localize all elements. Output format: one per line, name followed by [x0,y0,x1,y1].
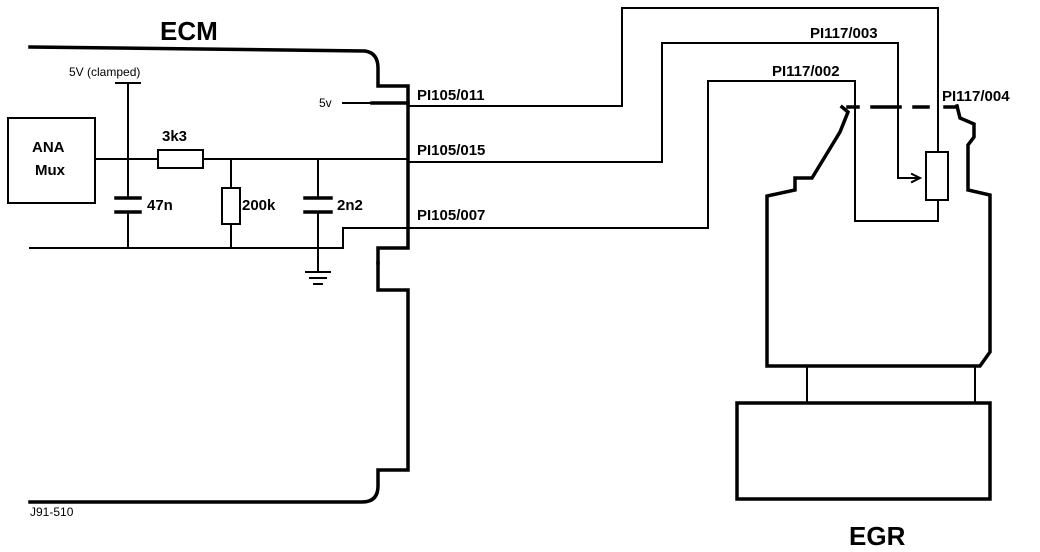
cap-47n-label: 47n [147,197,173,214]
egr-valve-body [735,103,992,501]
egr-position-sensor [925,151,949,201]
wiring [29,7,939,273]
ana-mux-block [7,117,96,204]
supply-clamped-label: 5V (clamped) [69,65,140,79]
ground-symbol [305,271,331,285]
pin-egr-signal: PI117/003 [810,25,878,42]
pin-ecm-supply: PI105/011 [417,87,485,104]
mux-label-line1: ANA [32,139,65,156]
capacitor-47n [114,196,142,214]
cap-2n2-label: 2n2 [337,197,363,214]
pin-ecm-signal: PI105/015 [417,142,485,159]
mux-label-line2: Mux [35,162,66,179]
resistor-3k3 [157,149,204,169]
resistor-3k3-label: 3k3 [162,128,187,145]
ecm-housing [28,45,410,504]
resistor-200k [221,187,241,225]
pin-egr-ground: PI117/002 [772,63,840,80]
supply-5v-label: 5v [319,96,332,110]
pin-ecm-ground: PI105/007 [417,207,485,224]
ecm-title: ECM [160,16,218,46]
egr-title: EGR [849,521,906,551]
capacitor-2n2 [303,196,333,214]
resistor-200k-label: 200k [242,197,276,214]
pin-egr-supply: PI117/004 [942,88,1010,105]
figure-reference: J91-510 [30,505,74,519]
